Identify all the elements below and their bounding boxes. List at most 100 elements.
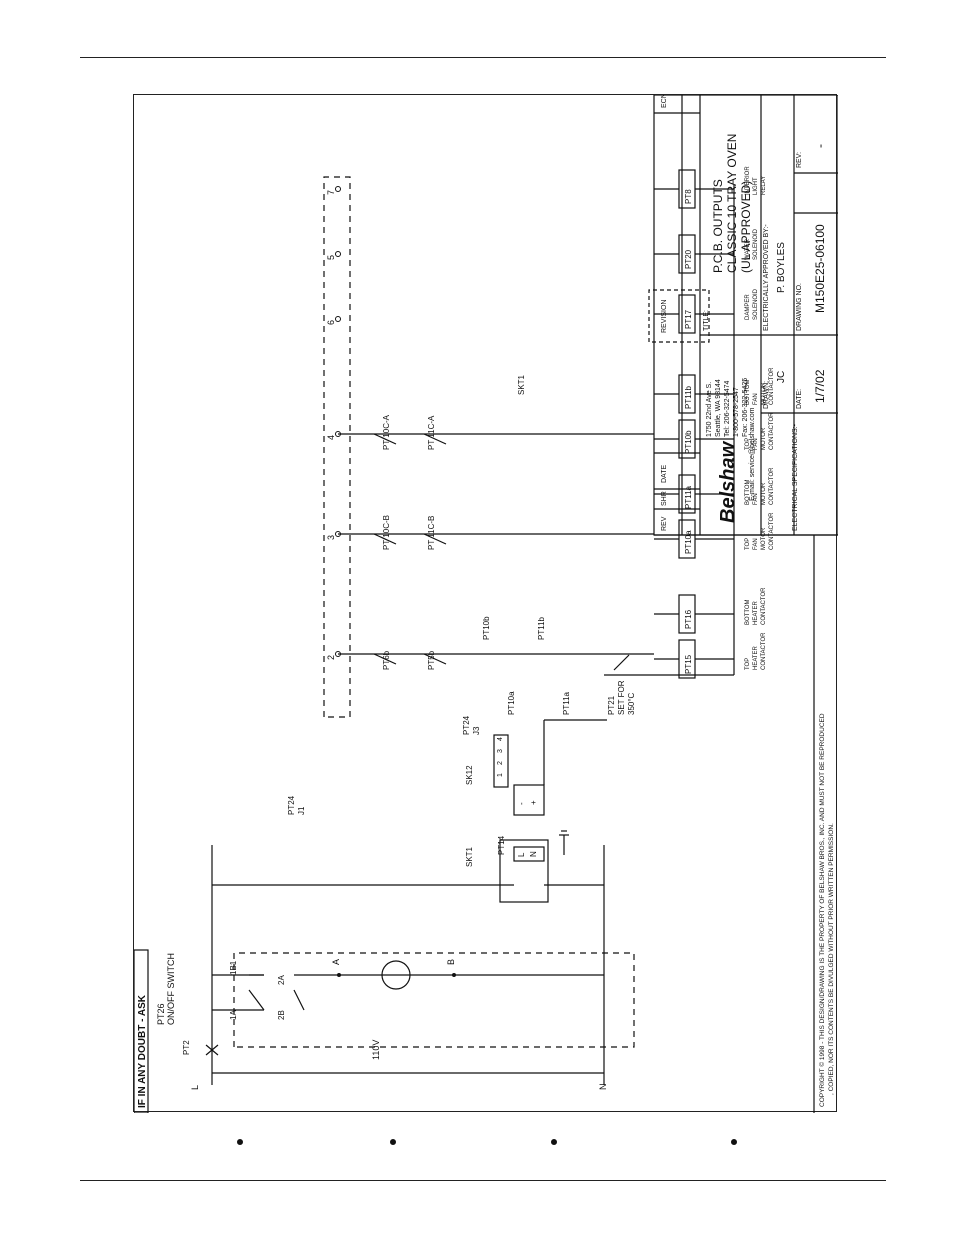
coil-description: HEATER — [753, 600, 759, 625]
coil-description: CONTACTOR — [769, 367, 775, 405]
col-shr-label: SHR — [661, 491, 668, 506]
coil-description: TOP — [745, 538, 751, 550]
bullet-3 — [551, 1139, 557, 1145]
contact-switch — [373, 653, 397, 665]
pt14-label: PT14 — [497, 835, 506, 855]
switch-term-1b1: 1B1 — [229, 960, 238, 975]
pt14-L: L — [517, 852, 526, 857]
j1-pin-terminal — [335, 251, 341, 257]
bullet-2 — [390, 1139, 396, 1145]
j1-pin-label: 3 — [326, 535, 336, 540]
coil-description: FAN — [753, 493, 759, 505]
company-address-line: Fax: 206-322-5425 — [742, 378, 749, 437]
drawing-number: M150E25-06100 — [813, 224, 827, 313]
pt14-N: N — [529, 851, 538, 857]
coil-description: TOP — [745, 438, 751, 450]
pt21-label: PT21 — [607, 695, 616, 715]
pt14-box — [499, 839, 549, 903]
col-date-label: DATE — [661, 465, 668, 483]
coil-label: PT8 — [684, 189, 693, 204]
pt14-plus: + — [529, 800, 538, 805]
coil-description: FAN — [753, 393, 759, 405]
copyright-line-2: , COPIED, NOR ITS CONTENTS BE DIVULGED W… — [828, 823, 835, 1095]
switch-term-2b: 2B — [277, 1010, 286, 1020]
pt14-minus: - — [517, 802, 526, 805]
pt24-j1-label: PT24 — [287, 795, 296, 815]
voltage-label: 110V — [371, 1040, 381, 1060]
drawn-by: JC — [776, 371, 787, 383]
pt2-x — [205, 1044, 219, 1056]
rev-value: - — [813, 144, 827, 148]
coil-label: PT17 — [684, 309, 693, 329]
contact-switch — [423, 653, 447, 665]
bullet-4 — [731, 1139, 737, 1145]
pt21-label: SET FOR — [617, 680, 626, 715]
coil-description: MOTOR — [761, 482, 767, 505]
point-B: B — [446, 959, 456, 965]
coil-description: BOTTOM — [745, 379, 751, 405]
pt24-j1-label: J1 — [297, 806, 306, 815]
point-A: A — [331, 959, 341, 965]
company-address-line: Tel: 206-322-5474 — [724, 380, 731, 437]
j1-pin-terminal — [335, 316, 341, 322]
sk12-label: SK12 — [465, 765, 474, 785]
point-B-dot — [452, 973, 456, 977]
elec-spec-label: ELECTRICAL SPECIFICATIONS:- — [792, 423, 799, 531]
switch-label: ON/OFF SWITCH — [166, 953, 176, 1025]
skt1-pt17-label: SKT1 — [517, 374, 526, 395]
j1-dashed-connector — [323, 176, 351, 718]
coil-description: CONTACTOR — [769, 512, 775, 550]
indicator-lamp — [381, 960, 411, 990]
bottom-rule — [80, 1180, 886, 1181]
drawing-title-line: P.C.B. OUTPUTS — [711, 179, 725, 273]
pt14-dc — [513, 784, 545, 816]
coil-description: WATER — [745, 238, 751, 260]
coil-description: INTERIOR — [745, 166, 751, 195]
switch-contact — [293, 989, 305, 1011]
coil-label: PT11a — [684, 485, 693, 509]
top-rule — [80, 57, 886, 58]
contact-switch — [373, 433, 397, 445]
approved-label: ELECTRICALLY APPROVED BY:- — [763, 224, 770, 331]
banner-box — [134, 949, 149, 1113]
switch-term-2a: 2A — [277, 975, 286, 985]
coil-description: CONTACTOR — [761, 587, 767, 625]
coil-description: DAMPER — [745, 294, 751, 320]
contact-switch — [423, 433, 447, 445]
col-revision-label: REVISION — [661, 300, 668, 333]
coil-label: PT15 — [684, 654, 693, 674]
switch-dashed-box — [233, 952, 635, 1048]
drawn-label: DRAWN: — [763, 381, 770, 409]
coil-description: CONTACTOR — [761, 632, 767, 670]
coil-description: FAN — [753, 538, 759, 550]
approved-by: P. BOYLES — [776, 242, 787, 293]
coil-description: MOTOR — [761, 527, 767, 550]
switch-label: PT26 — [156, 1003, 166, 1025]
relay-contact-label: PT11b — [537, 616, 546, 640]
coil-description: BOTTOM — [745, 599, 751, 625]
j3-pin: 2 — [497, 761, 504, 765]
banner-text: IF IN ANY DOUBT - ASK — [137, 994, 148, 1108]
drawing-title-line: (UL APPROVED) — [739, 181, 753, 273]
pt14-ln — [513, 846, 545, 862]
drawing-date: 1/7/02 — [813, 369, 827, 403]
line-N-label: N — [598, 1084, 608, 1091]
relay-contact-label: PT5b — [427, 650, 436, 670]
relay-contact-label: PT11a — [562, 691, 571, 715]
skt1-label: SKT1 — [465, 846, 474, 867]
j1-pin-label: 6 — [326, 320, 336, 325]
coil-description: TOP — [745, 658, 751, 670]
coil-label: PT10a — [684, 530, 693, 554]
company-address-line: 1750 22nd Ave S. — [706, 382, 713, 437]
relay-contact-label: PT10b — [482, 616, 491, 640]
j1-pin-label: 7 — [326, 190, 336, 195]
coil-description: MOTOR — [761, 427, 767, 450]
j3-pin: 1 — [497, 773, 504, 777]
title-label: TITLE: — [703, 310, 710, 331]
coil-label: PT10b — [684, 430, 693, 454]
coil-description: SOLENOID — [753, 228, 759, 260]
coil-description: HEATER — [753, 645, 759, 670]
coil-label: PT11b — [684, 385, 693, 409]
